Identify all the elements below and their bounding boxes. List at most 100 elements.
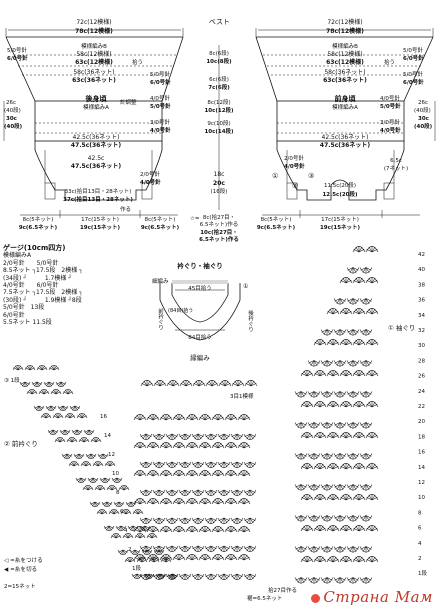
stitch-fan (133, 498, 147, 505)
stitch-fan (333, 484, 347, 491)
center-10d: 10c(拾27目・ (200, 228, 238, 236)
stitch-chart: 424038363432302826242220181614121086421段… (4, 246, 427, 602)
stitch-fan (211, 554, 225, 561)
stitch-fan (365, 463, 379, 470)
stitch-fan (230, 489, 244, 496)
gauge-row: (30段) ┘ 1.9模様 ┘8段 (3, 296, 82, 304)
page-title: ベスト (209, 18, 230, 26)
row-label: 18 (418, 434, 425, 440)
stitch-fan (359, 267, 373, 274)
stitch-fan (165, 517, 179, 524)
center-8a: 8c(6段) (209, 49, 229, 57)
stitch-fan (365, 432, 379, 439)
stitch-fan (243, 433, 257, 440)
stitch-fan (191, 517, 205, 524)
front-fig-2: ② (292, 182, 298, 190)
stitch-fan (205, 380, 219, 387)
stitch-fan (71, 429, 83, 436)
front-width-63b: 63c(36ネット) (323, 76, 367, 84)
stitch-fan (45, 405, 57, 412)
stitch-fan (359, 515, 373, 522)
stitch-fan (365, 370, 379, 377)
front-bottom-8: 8c(5ネット) (261, 216, 292, 223)
stitch-fan (85, 453, 97, 460)
stitch-fan (365, 339, 379, 346)
back-bottom-8: 8c(5ネット) (23, 216, 54, 223)
stitch-fan (185, 526, 199, 533)
back-needle-mid-2: 6/0号針 (150, 78, 171, 86)
center-18: 18c (214, 171, 225, 178)
front-b11: 11.5c(20段) (324, 181, 356, 189)
stitch-fan (129, 549, 141, 556)
center-7: 7c(6段) (208, 83, 230, 91)
stitch-fan (224, 442, 238, 449)
fig3-label: ③ 1段 (4, 376, 20, 384)
stitch-fan (139, 573, 153, 580)
stitch-fan (179, 380, 193, 387)
front-needle-l1: 4/0号針 (380, 94, 400, 102)
stitch-fan (339, 339, 353, 346)
stitch-fan (365, 525, 379, 532)
row-label: 40 (418, 267, 425, 273)
front-width-42: 42.5c(36ネット) (322, 134, 369, 141)
back-top-width: 72c(12模様) (76, 18, 111, 26)
stitch-fan (224, 470, 238, 477)
stitch-fan (19, 381, 31, 388)
stitch-fan (243, 573, 257, 580)
center-measurements: 8c(6段) 10c(8段) 6c(6段) 7c(6段) 8c(12段) 10c… (190, 45, 239, 243)
stitch-fan (346, 484, 360, 491)
stitch-fan (113, 501, 125, 508)
front-pattern-b: 模様編みB (332, 42, 358, 50)
back-side-30: 30c (6, 116, 17, 122)
stitch-fan (192, 380, 206, 387)
neck-label-3: ① (243, 283, 248, 290)
stitch-fan (43, 381, 55, 388)
stitch-fan (64, 412, 76, 419)
stitch-fan (141, 549, 153, 556)
stitch-fan (243, 461, 257, 468)
stitch-fan (352, 556, 366, 563)
row-label: 30 (418, 343, 425, 349)
stitch-fan (307, 391, 321, 398)
neck-armhole-diagram: 衿ぐり・袖ぐり 細編み 45目拾う ① 前衿ぐり (84目)拾う 84目拾う 後… (152, 261, 254, 341)
stitch-fan (198, 498, 212, 505)
row-label: 1段 (418, 569, 427, 577)
front-b12: 12.5c(20段) (322, 190, 357, 198)
stitch-fan (217, 489, 231, 496)
stitch-fan (230, 433, 244, 440)
stitch-fan (104, 460, 116, 467)
stitch-fan (165, 461, 179, 468)
row-label: 10 (112, 471, 119, 477)
stitch-fan (230, 545, 244, 552)
row-label: 32 (418, 328, 425, 334)
stitch-fan (26, 388, 38, 395)
gauge-row: 2/0号針 5/0号針 (3, 259, 59, 267)
front-bottom-19: 19c(15ネット) (320, 223, 361, 231)
back-needle-top: 5/0号針 (7, 46, 27, 54)
stitch-fan (359, 329, 373, 336)
center-6: 6c(6段) (209, 75, 229, 83)
stitch-fan (333, 546, 347, 553)
stitch-fan (99, 477, 111, 484)
stitch-fan (172, 498, 186, 505)
stitch-fan (333, 453, 347, 460)
stitch-fan (244, 380, 258, 387)
stitch-fan (124, 556, 136, 563)
back-bottom-9b: 9c(6.5ネット) (141, 223, 180, 231)
stitch-fan (352, 525, 366, 532)
center-10b: 10c(12段) (204, 106, 234, 114)
stitch-fan (139, 517, 153, 524)
stitch-fan (40, 412, 52, 419)
stitch-fan (146, 498, 160, 505)
center-10a: 10c(8段) (206, 57, 232, 65)
stitch-fan (307, 453, 321, 460)
back-hem-needle-1: 2/0号針 (140, 170, 160, 178)
front-width-58b: 58c(36ネット) (324, 69, 365, 76)
watermark-logo-icon (311, 593, 321, 603)
row-label: 14 (104, 433, 111, 439)
stitch-fan (217, 573, 231, 580)
back-pick: 拾う (132, 58, 143, 66)
front-needle-l4: 4/0号針 (380, 126, 401, 134)
stitch-fan (365, 556, 379, 563)
